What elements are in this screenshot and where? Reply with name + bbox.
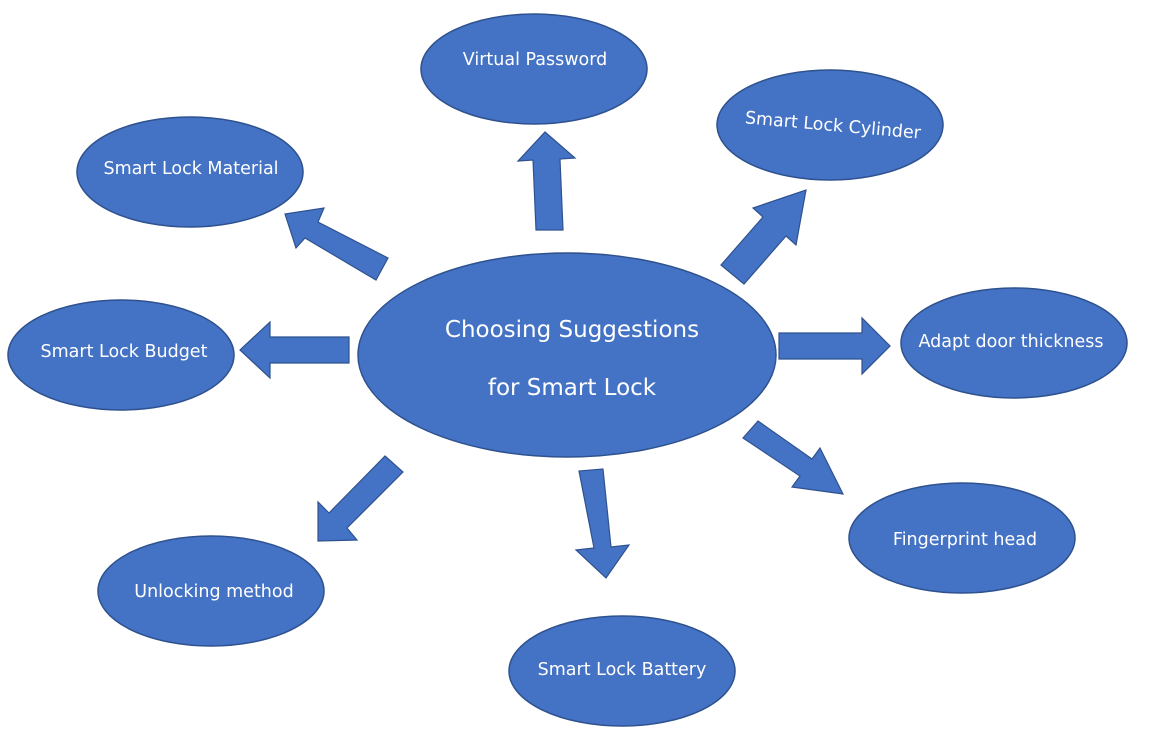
arrow-to-smart-lock-cylinder <box>720 189 807 285</box>
node-label-fingerprint-head: Fingerprint head <box>893 530 1037 550</box>
node-label-smart-lock-budget: Smart Lock Budget <box>41 342 208 362</box>
node-unlocking-method: Unlocking method <box>97 535 325 647</box>
center-title-line2: for Smart Lock <box>488 375 657 401</box>
arrow-to-unlocking-method <box>317 455 404 542</box>
node-fingerprint-head: Fingerprint head <box>848 482 1076 594</box>
arrow-to-smart-lock-budget <box>239 320 350 380</box>
arrow-to-virtual-password <box>516 131 577 231</box>
node-smart-lock-cylinder: Smart Lock Cylinder <box>716 69 944 181</box>
arrow-to-fingerprint-head <box>742 420 845 495</box>
arrow-to-smart-lock-material <box>284 207 389 281</box>
center-title-line1: Choosing Suggestions <box>445 317 699 343</box>
node-smart-lock-battery: Smart Lock Battery <box>508 615 736 727</box>
node-adapt-door-thickness: Adapt door thickness <box>900 287 1128 399</box>
node-smart-lock-budget: Smart Lock Budget <box>7 299 235 411</box>
node-virtual-password: Virtual Password <box>420 13 648 125</box>
node-label-virtual-password: Virtual Password <box>463 50 608 70</box>
node-label-smart-lock-material: Smart Lock Material <box>103 159 278 179</box>
center-node: Choosing Suggestions for Smart Lock <box>357 252 777 458</box>
node-label-adapt-door-thickness: Adapt door thickness <box>919 332 1104 352</box>
node-label-smart-lock-battery: Smart Lock Battery <box>538 660 707 680</box>
node-label-unlocking-method: Unlocking method <box>134 582 293 602</box>
node-smart-lock-material: Smart Lock Material <box>76 116 304 228</box>
arrow-to-adapt-door-thickness <box>778 316 891 376</box>
arrow-to-smart-lock-battery <box>574 468 631 579</box>
